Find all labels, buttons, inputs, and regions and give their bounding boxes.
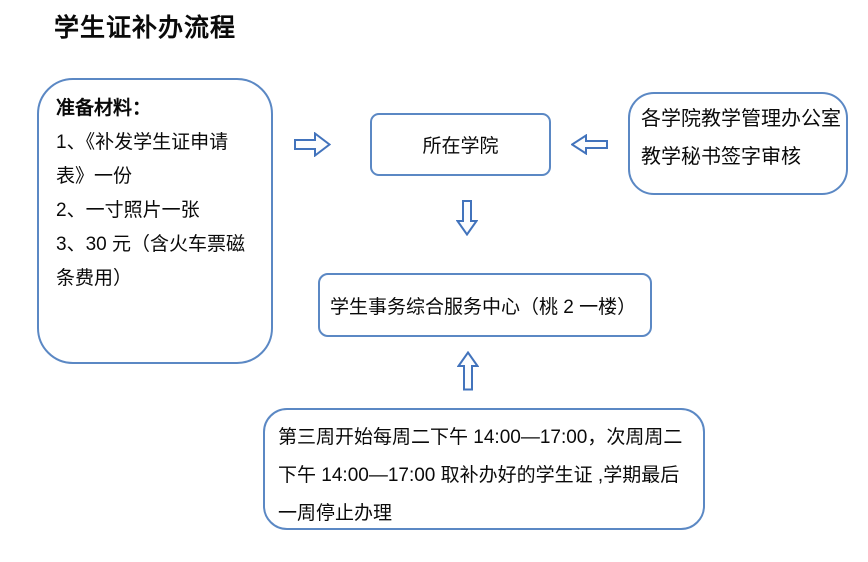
schedule-line: 一周停止办理 — [278, 503, 393, 524]
schedule-line: 下午 14:00—17:00 取补办好的学生证 ,学期最后 — [278, 465, 680, 486]
arrow-left-icon — [571, 134, 608, 155]
materials-line: 3、30 元（含火车票磁 — [56, 234, 245, 255]
materials-line: 2、一寸照片一张 — [56, 200, 200, 221]
page-title: 学生证补办流程 — [54, 14, 237, 42]
college-label: 所在学院 — [422, 136, 499, 157]
materials-line: 表》一份 — [56, 166, 133, 187]
office-box: 各学院教学管理办公室 教学秘书签字审核 — [628, 92, 848, 195]
materials-heading: 准备材料： — [56, 98, 152, 119]
schedule-line: 第三周开始每周二下午 14:00—17:00，次周周二 — [278, 427, 683, 448]
arrow-down-icon — [456, 200, 478, 236]
arrow-up-icon — [457, 351, 479, 391]
college-box: 所在学院 — [370, 113, 551, 176]
office-line: 教学秘书签字审核 — [641, 146, 801, 168]
materials-box: 准备材料： 1、《补发学生证申请 表》一份 2、一寸照片一张 3、30 元（含火… — [37, 78, 273, 364]
office-line: 各学院教学管理办公室 — [641, 108, 841, 130]
arrow-right-icon — [294, 132, 331, 157]
materials-line: 条费用） — [56, 268, 133, 289]
service-center-label: 学生事务综合服务中心（桃 2 一楼） — [330, 296, 637, 318]
service-center-box: 学生事务综合服务中心（桃 2 一楼） — [318, 273, 652, 337]
schedule-box: 第三周开始每周二下午 14:00—17:00，次周周二 下午 14:00—17:… — [263, 408, 705, 530]
materials-line: 1、《补发学生证申请 — [56, 132, 229, 153]
